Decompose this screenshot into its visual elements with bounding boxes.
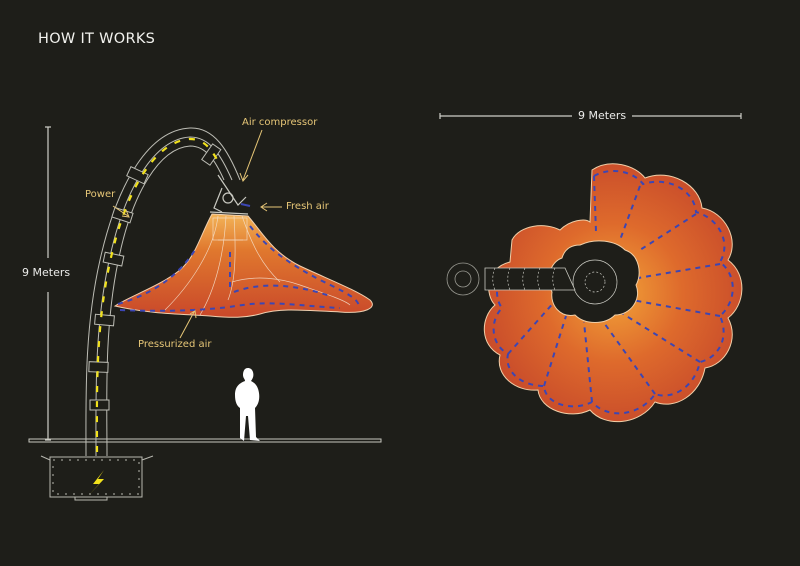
- fresh-air-dash: [240, 203, 251, 207]
- width-dimension-line: [439, 113, 742, 119]
- height-dimension-label: 9 Meters: [22, 266, 71, 279]
- pole-base-top: [446, 262, 480, 296]
- page-title: HOW IT WORKS: [38, 31, 156, 47]
- air-compressor: [209, 174, 249, 215]
- person-silhouette-icon: [235, 368, 260, 441]
- support-arm-top: [484, 267, 576, 291]
- air-compressor-arrow: [242, 129, 263, 181]
- fresh-air-label: Fresh air: [286, 201, 329, 212]
- central-hub: [548, 240, 640, 323]
- height-dimension-line: [45, 126, 51, 441]
- support-pole: [85, 127, 241, 457]
- canopy-top-view: [446, 163, 743, 423]
- power-arrow: [112, 205, 129, 217]
- label-arrows: [112, 129, 282, 339]
- canopy-side-view: [113, 213, 373, 318]
- power-label: Power: [85, 189, 116, 200]
- air-compressor-label: Air compressor: [242, 117, 318, 128]
- pressurized-air-label: Pressurized air: [138, 339, 212, 350]
- power-bolt-icon: [89, 470, 104, 495]
- foundation: [40, 455, 154, 501]
- width-dimension-label: 9 Meters: [578, 109, 627, 122]
- ground-line: [28, 438, 382, 443]
- pressurized-air-arrow: [179, 311, 195, 339]
